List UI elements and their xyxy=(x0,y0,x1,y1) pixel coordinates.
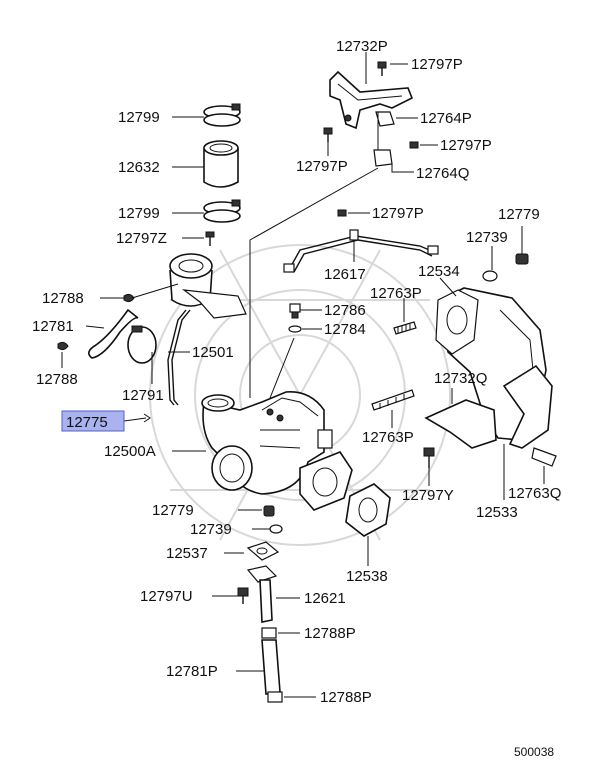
washer-12784[interactable] xyxy=(288,325,302,333)
label-12779-low[interactable]: 12779 xyxy=(152,502,194,519)
label-12784[interactable]: 12784 xyxy=(324,321,366,338)
label-12501[interactable]: 12501 xyxy=(192,344,234,361)
label-12538[interactable]: 12538 xyxy=(346,568,388,585)
label-12500A[interactable]: 12500A xyxy=(104,443,156,460)
label-12534[interactable]: 12534 xyxy=(418,263,460,280)
leaders-oil-return xyxy=(212,595,316,698)
leaders-turbo xyxy=(224,309,369,566)
label-12632[interactable]: 12632 xyxy=(118,159,160,176)
label-12788-low[interactable]: 12788 xyxy=(36,371,78,388)
leaders-pipe xyxy=(348,212,370,262)
label-12739-low[interactable]: 12739 xyxy=(190,521,232,538)
label-12799-mid[interactable]: 12799 xyxy=(118,205,160,222)
label-12537[interactable]: 12537 xyxy=(166,545,208,562)
label-12797Z[interactable]: 12797Z xyxy=(116,230,167,247)
label-12781P[interactable]: 12781P xyxy=(166,663,218,680)
label-12788P-low[interactable]: 12788P xyxy=(320,689,372,706)
label-12797Y[interactable]: 12797Y xyxy=(402,487,454,504)
inlet-elbow[interactable] xyxy=(169,253,247,319)
washer-12739-low[interactable] xyxy=(269,524,283,534)
label-12797P-right[interactable]: 12797P xyxy=(440,137,492,154)
nut-12779-top[interactable] xyxy=(515,253,529,265)
bolt-12797Z[interactable] xyxy=(205,231,215,246)
label-12764P[interactable]: 12764P xyxy=(420,110,472,127)
label-12788-left[interactable]: 12788 xyxy=(42,290,84,307)
clip-12788-left[interactable] xyxy=(123,293,135,303)
label-12764Q[interactable]: 12764Q xyxy=(416,165,469,182)
leaders-left xyxy=(61,116,206,452)
diagram-code: 500038 xyxy=(514,745,554,759)
label-12763P-low[interactable]: 12763P xyxy=(362,429,414,446)
label-12797P-left[interactable]: 12797P xyxy=(296,158,348,175)
turbocharger-12500A[interactable] xyxy=(201,391,333,495)
hose-12781P[interactable] xyxy=(261,639,281,695)
oil-pipe-12501[interactable] xyxy=(167,309,191,406)
bolt-12797Y[interactable] xyxy=(423,447,435,468)
gasket-outlet-flange[interactable] xyxy=(299,451,353,511)
label-12788P-up[interactable]: 12788P xyxy=(304,625,356,642)
leaders-top xyxy=(249,52,438,398)
heat-shield-12533[interactable] xyxy=(502,364,553,449)
highlight-box-12775 xyxy=(61,410,125,432)
label-12617[interactable]: 12617 xyxy=(324,266,366,283)
bracket-12732P[interactable] xyxy=(329,70,414,130)
label-12797P-top[interactable]: 12797P xyxy=(411,56,463,73)
stud-12763P-up[interactable] xyxy=(393,321,417,335)
bolt-12797P-right[interactable] xyxy=(409,141,419,149)
clip-12788-low[interactable] xyxy=(57,341,69,351)
stud-12763Q[interactable] xyxy=(531,447,557,467)
oil-return-pipe-12621[interactable] xyxy=(246,565,278,623)
stud-12763P-low[interactable] xyxy=(371,389,415,411)
hose-clamp-12799-mid[interactable] xyxy=(203,199,241,223)
clamp-12791[interactable] xyxy=(127,325,157,364)
connector-12786[interactable] xyxy=(289,303,301,319)
leaders-exhaust xyxy=(391,226,545,500)
label-12797P-pipe[interactable]: 12797P xyxy=(372,205,424,222)
bracket-12764P[interactable] xyxy=(375,111,395,127)
label-12763Q[interactable]: 12763Q xyxy=(508,485,561,502)
nut-12779-low[interactable] xyxy=(263,505,275,517)
label-12786[interactable]: 12786 xyxy=(324,302,366,319)
label-12739-top[interactable]: 12739 xyxy=(466,229,508,246)
washer-12739-top[interactable] xyxy=(482,270,498,282)
label-12533[interactable]: 12533 xyxy=(476,504,518,521)
clip-12788P-low[interactable] xyxy=(267,691,283,703)
gasket-12538[interactable] xyxy=(345,483,391,537)
label-12775[interactable]: 12775 xyxy=(66,414,108,431)
label-12791[interactable]: 12791 xyxy=(122,387,164,404)
bolt-12797P-left[interactable] xyxy=(323,127,333,142)
clip-12788P-up[interactable] xyxy=(261,627,277,639)
intake-pipe-12632[interactable] xyxy=(203,140,239,188)
part-labels: 12732P 12797P 12764P 12797P 12797P 12764… xyxy=(32,38,561,759)
label-12732P[interactable]: 12732P xyxy=(336,38,388,55)
label-12763P-up[interactable]: 12763P xyxy=(370,285,422,302)
bracket-12764Q[interactable] xyxy=(373,149,393,167)
label-12781[interactable]: 12781 xyxy=(32,318,74,335)
heat-shield-12732Q[interactable] xyxy=(424,399,497,449)
gasket-12775[interactable] xyxy=(143,413,151,423)
bolt-12797U[interactable] xyxy=(237,587,249,604)
label-12779-top[interactable]: 12779 xyxy=(498,206,540,223)
label-12621[interactable]: 12621 xyxy=(304,590,346,607)
bolt-12797P-top[interactable] xyxy=(377,61,387,76)
label-12799-top[interactable]: 12799 xyxy=(118,109,160,126)
bolt-12797P-pipe[interactable] xyxy=(337,209,347,217)
hose-clamp-12799-top[interactable] xyxy=(203,103,241,127)
label-12732Q[interactable]: 12732Q xyxy=(434,370,487,387)
oil-hose-12781[interactable] xyxy=(88,308,139,359)
gasket-12537[interactable] xyxy=(246,541,280,561)
label-12797U[interactable]: 12797U xyxy=(140,588,193,605)
